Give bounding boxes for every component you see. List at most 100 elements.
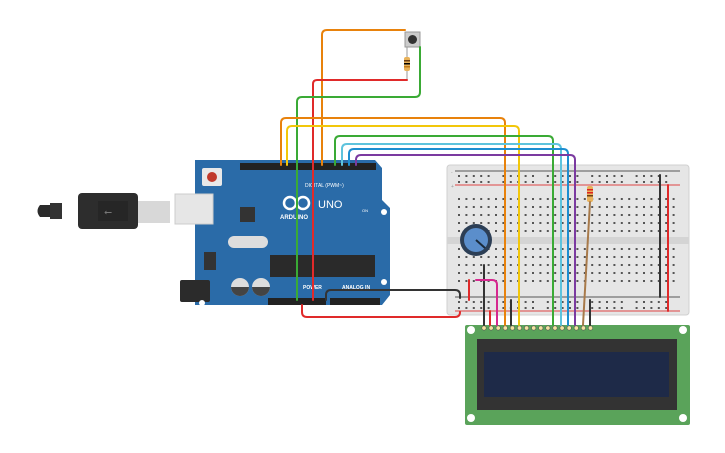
breadboard-hole[interactable]: [643, 230, 645, 232]
breadboard-hole[interactable]: [606, 198, 608, 200]
breadboard-hole[interactable]: [554, 230, 557, 232]
breadboard-hole[interactable]: [546, 198, 549, 200]
breadboard-hole[interactable]: [657, 280, 660, 282]
breadboard-hole[interactable]: [613, 272, 616, 274]
breadboard-hole[interactable]: [458, 181, 460, 183]
breadboard-hole[interactable]: [598, 214, 601, 216]
wire-green-db4[interactable]: [334, 135, 554, 326]
breadboard-hole[interactable]: [509, 256, 512, 258]
breadboard-hole[interactable]: [487, 214, 490, 216]
breadboard-hole[interactable]: [480, 256, 483, 258]
breadboard-hole[interactable]: [643, 272, 645, 274]
breadboard-hole[interactable]: [650, 198, 653, 200]
breadboard-hole[interactable]: [546, 175, 549, 177]
breadboard-hole[interactable]: [554, 248, 557, 250]
breadboard-hole[interactable]: [480, 301, 483, 303]
breadboard-hole[interactable]: [495, 222, 497, 224]
breadboard-hole[interactable]: [524, 206, 527, 208]
breadboard-hole[interactable]: [606, 301, 608, 303]
lcd-pin-e[interactable]: [516, 325, 522, 331]
breadboard-hole[interactable]: [650, 307, 653, 309]
breadboard-hole[interactable]: [620, 175, 623, 177]
breadboard-hole[interactable]: [650, 264, 653, 266]
breadboard-hole[interactable]: [635, 272, 638, 274]
arduino-uno[interactable]: ARDUINO UNO DIGITAL (PWM~) POWER ANALOG …: [174, 160, 390, 306]
breadboard-hole[interactable]: [598, 181, 601, 183]
breadboard-hole[interactable]: [554, 206, 557, 208]
breadboard-hole[interactable]: [569, 175, 571, 177]
breadboard-hole[interactable]: [561, 222, 564, 224]
breadboard-hole[interactable]: [598, 280, 601, 282]
breadboard-hole[interactable]: [472, 301, 475, 303]
lcd-pin-db2[interactable]: [538, 325, 544, 331]
breadboard-hole[interactable]: [650, 214, 653, 216]
breadboard-hole[interactable]: [643, 264, 645, 266]
breadboard-hole[interactable]: [495, 198, 497, 200]
breadboard-hole[interactable]: [606, 307, 608, 309]
breadboard-hole[interactable]: [620, 301, 623, 303]
breadboard-hole[interactable]: [598, 198, 601, 200]
breadboard-hole[interactable]: [643, 206, 645, 208]
breadboard-hole[interactable]: [643, 181, 645, 183]
breadboard-hole[interactable]: [539, 230, 542, 232]
breadboard-hole[interactable]: [502, 175, 505, 177]
breadboard-hole[interactable]: [613, 248, 616, 250]
breadboard-hole[interactable]: [502, 272, 505, 274]
breadboard-hole[interactable]: [628, 272, 631, 274]
breadboard-hole[interactable]: [606, 272, 608, 274]
breadboard-hole[interactable]: [554, 181, 557, 183]
breadboard-hole[interactable]: [657, 206, 660, 208]
breadboard-hole[interactable]: [487, 307, 490, 309]
breadboard-hole[interactable]: [554, 280, 557, 282]
breadboard-hole[interactable]: [583, 272, 586, 274]
breadboard-hole[interactable]: [472, 214, 475, 216]
breadboard-hole[interactable]: [539, 248, 542, 250]
breadboard-hole[interactable]: [628, 198, 631, 200]
breadboard-hole[interactable]: [650, 230, 653, 232]
breadboard-hole[interactable]: [643, 280, 645, 282]
breadboard-hole[interactable]: [546, 230, 549, 232]
breadboard-hole[interactable]: [480, 307, 483, 309]
breadboard-hole[interactable]: [495, 256, 497, 258]
breadboard-hole[interactable]: [458, 214, 460, 216]
breadboard-hole[interactable]: [620, 181, 623, 183]
breadboard-hole[interactable]: [643, 222, 645, 224]
breadboard-hole[interactable]: [606, 214, 608, 216]
breadboard-hole[interactable]: [458, 256, 460, 258]
breadboard-hole[interactable]: [613, 230, 616, 232]
breadboard-hole[interactable]: [591, 222, 594, 224]
lcd-pin-gnd[interactable]: [481, 325, 487, 331]
breadboard-hole[interactable]: [524, 222, 527, 224]
wire-orange-rs[interactable]: [280, 117, 506, 326]
breadboard-hole[interactable]: [487, 272, 490, 274]
breadboard-hole[interactable]: [598, 175, 601, 177]
breadboard-hole[interactable]: [458, 307, 460, 309]
breadboard-hole[interactable]: [606, 206, 608, 208]
breadboard-hole[interactable]: [509, 248, 512, 250]
breadboard-hole[interactable]: [554, 175, 557, 177]
breadboard-hole[interactable]: [546, 256, 549, 258]
breadboard-hole[interactable]: [650, 301, 653, 303]
breadboard-hole[interactable]: [502, 206, 505, 208]
breadboard-hole[interactable]: [487, 181, 490, 183]
breadboard-hole[interactable]: [532, 248, 534, 250]
breadboard-hole[interactable]: [643, 307, 645, 309]
breadboard-hole[interactable]: [546, 248, 549, 250]
lcd-pin-v0[interactable]: [495, 325, 501, 331]
breadboard-hole[interactable]: [606, 175, 608, 177]
breadboard-hole[interactable]: [472, 206, 475, 208]
breadboard-hole[interactable]: [591, 280, 594, 282]
breadboard-hole[interactable]: [465, 272, 468, 274]
breadboard-hole[interactable]: [532, 214, 534, 216]
breadboard-hole[interactable]: [480, 264, 483, 266]
breadboard-hole[interactable]: [665, 264, 668, 266]
breadboard-hole[interactable]: [672, 256, 675, 258]
breadboard-hole[interactable]: [561, 248, 564, 250]
breadboard-hole[interactable]: [591, 175, 594, 177]
breadboard-hole[interactable]: [465, 280, 468, 282]
breadboard-hole[interactable]: [561, 181, 564, 183]
breadboard-hole[interactable]: [635, 307, 638, 309]
lcd-pin-db5[interactable]: [559, 325, 565, 331]
breadboard-hole[interactable]: [465, 301, 468, 303]
lcd-pin-db0[interactable]: [524, 325, 530, 331]
